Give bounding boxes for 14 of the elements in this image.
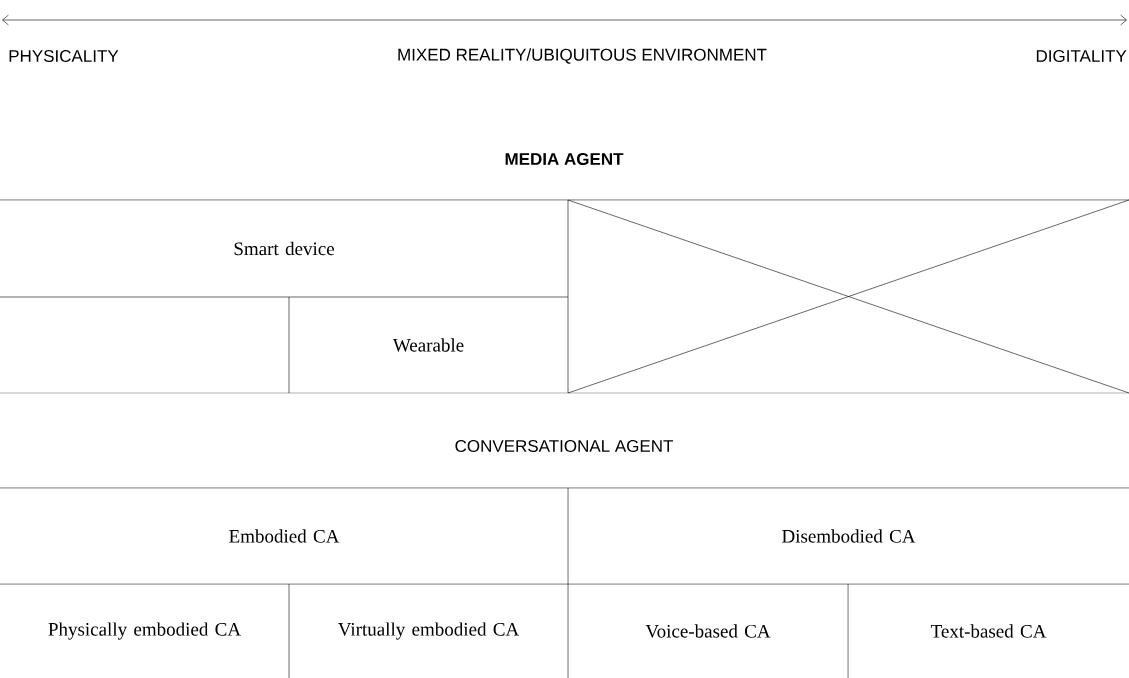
table-cell: Physically embodied CA	[48, 622, 241, 640]
table-cell: Smart device	[234, 241, 334, 256]
heading: MEDIA AGENT	[505, 153, 624, 166]
crossed-cell	[567, 199, 1129, 394]
axis-label: PHYSICALITY	[9, 50, 119, 63]
table-cell: Embodied CA	[229, 529, 340, 543]
axis-label: MIXED REALITY/UBIQUITOUS ENVIRONMENT	[398, 48, 767, 64]
table-cell: Wearable	[392, 338, 464, 352]
table-cell: Disembodied CA	[782, 529, 916, 543]
heading: CONVERSATIONAL AGENT	[455, 440, 673, 453]
table-cell: Voice-based CA	[645, 624, 771, 638]
table-cell: Virtually embodied CA	[338, 622, 520, 640]
axis-label: DIGITALITY	[1036, 50, 1127, 63]
table-cell: Text-based CA	[930, 624, 1047, 638]
